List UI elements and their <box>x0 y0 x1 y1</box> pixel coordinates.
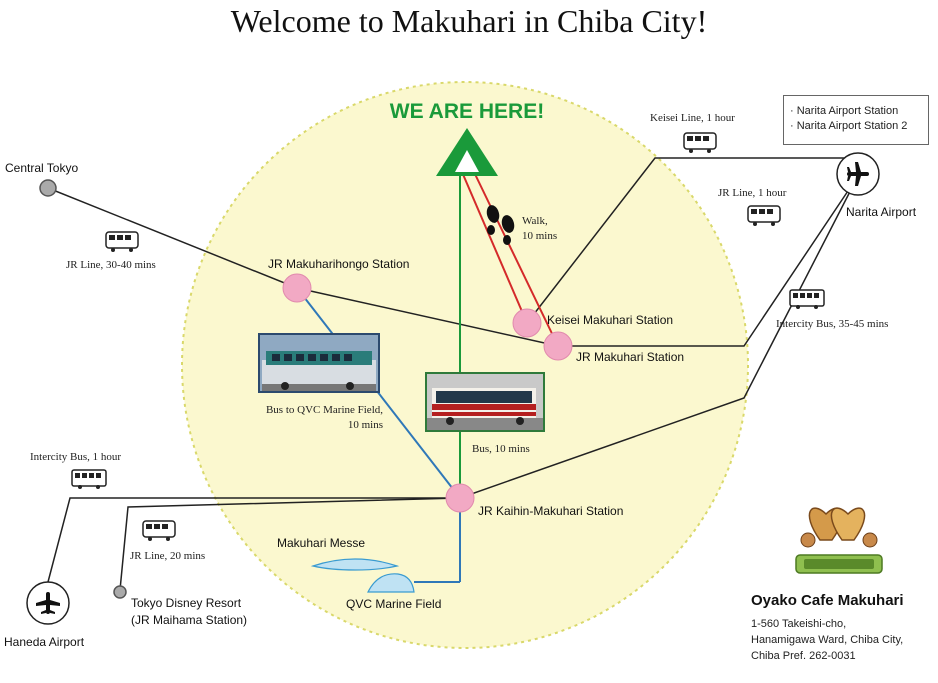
we-are-here-label: WE ARE HERE! <box>390 100 544 123</box>
legend-item: · Narita Airport Station 2 <box>790 120 908 132</box>
footprints-icon <box>486 205 515 245</box>
cafe-logo <box>795 507 883 574</box>
page-title: Welcome to Makuhari in Chiba City! <box>231 3 707 39</box>
airplane-icon <box>36 592 60 614</box>
jr-line-central-tokyo <box>47 187 298 289</box>
train-icon <box>105 231 139 252</box>
tokyo-disney-label: Tokyo Disney Resort <box>131 596 242 610</box>
walk-line-1 <box>461 171 528 324</box>
train-icon <box>747 205 781 226</box>
legend-item: · Narita Airport Station <box>790 105 899 117</box>
jr-line-disney <box>119 497 461 591</box>
walk-label: Walk, <box>522 215 548 227</box>
keisei-makuhari-label: Keisei Makuhari Station <box>547 313 673 327</box>
narita-airport-label: Narita Airport <box>846 205 917 219</box>
train-icon <box>142 520 176 541</box>
central-tokyo-label: Central Tokyo <box>5 161 78 175</box>
cafe-address-2: Hanamigawa Ward, Chiba City, <box>751 634 903 646</box>
jr-line-tokyo-label: JR Line, 30-40 mins <box>66 259 156 271</box>
bus-photo-qvc <box>258 333 380 393</box>
station-keisei-makuhari[interactable] <box>512 308 542 338</box>
station-makuharihongo[interactable] <box>282 273 312 303</box>
keisei-line-narita <box>526 157 858 324</box>
station-tokyo-disney[interactable] <box>113 585 127 599</box>
narita-station-legend: · Narita Airport Station · Narita Airpor… <box>783 95 929 145</box>
cafe-address-3: Chiba Pref. 262-0031 <box>751 650 856 662</box>
qvc-marine-field-shape <box>367 573 415 593</box>
jr-line-narita <box>558 175 859 347</box>
makuhari-zone-circle <box>181 81 749 649</box>
intercity-bus-haneda <box>47 497 460 583</box>
jr-line-narita-label: JR Line, 1 hour <box>718 187 787 199</box>
bus-photo-local <box>425 372 545 432</box>
cafe-name: Oyako Cafe Makuhari <box>751 592 904 609</box>
bus-icon <box>71 469 107 489</box>
train-icon <box>683 132 717 153</box>
intercity-haneda-label: Intercity Bus, 1 hour <box>30 451 121 463</box>
walk-line-2 <box>473 171 559 347</box>
qvc-marine-field-label: QVC Marine Field <box>346 597 441 611</box>
station-central-tokyo[interactable] <box>39 179 57 197</box>
walk-time-label: 10 mins <box>522 230 557 242</box>
tokyo-disney-sub-label: (JR Maihama Station) <box>131 613 247 627</box>
makuhari-messe-label: Makuhari Messe <box>277 536 365 550</box>
jr-line-makuhari-link <box>296 287 559 347</box>
jr-line-disney-label: JR Line, 20 mins <box>130 550 205 562</box>
we-are-here-marker-inner <box>455 150 479 172</box>
haneda-airport-label: Haneda Airport <box>4 635 85 649</box>
bus-qvc-time-label: 10 mins <box>348 419 383 431</box>
rail-lines <box>47 157 859 591</box>
makuhari-messe-shape <box>310 558 400 571</box>
station-kaihin-makuhari[interactable] <box>445 483 475 513</box>
keisei-line-label: Keisei Line, 1 hour <box>650 112 735 124</box>
station-jr-makuhari[interactable] <box>543 331 573 361</box>
cafe-address-1: 1-560 Takeishi-cho, <box>751 618 846 630</box>
airplane-icon <box>847 162 869 186</box>
jr-makuhari-label: JR Makuhari Station <box>576 350 684 364</box>
intercity-narita-label: Intercity Bus, 35-45 mins <box>776 318 888 330</box>
bus-10-label: Bus, 10 mins <box>472 443 530 455</box>
intercity-bus-narita <box>459 175 859 499</box>
bus-qvc-label: Bus to QVC Marine Field, <box>266 404 383 416</box>
kaihin-makuhari-label: JR Kaihin-Makuhari Station <box>478 504 623 518</box>
bus-icon <box>789 289 825 309</box>
makuharihongo-label: JR Makuharihongo Station <box>268 257 409 271</box>
